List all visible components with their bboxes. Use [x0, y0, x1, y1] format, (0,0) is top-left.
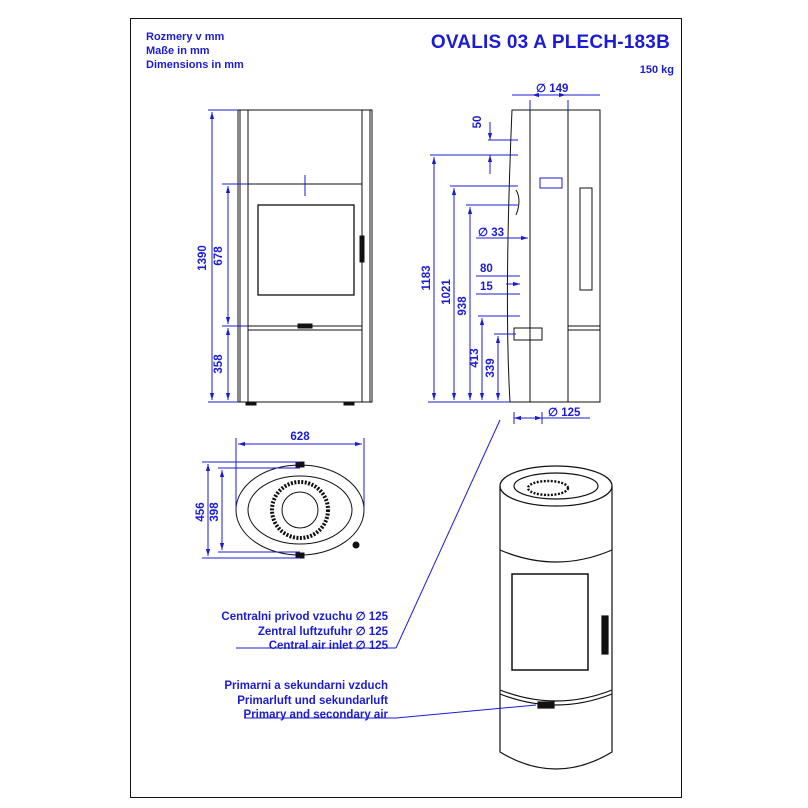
dim-height-1183: 1183: [421, 266, 433, 291]
primary-air-line-cz: Primarni a sekundarni vzduch: [224, 680, 388, 692]
top-dimension-lines: [202, 438, 365, 559]
dim-height-1021: 1021: [441, 279, 453, 305]
central-air-inlet-label: Centralni privod vzuchu ∅ 125 Zentral lu…: [221, 610, 388, 654]
dim-top-width: 628: [290, 431, 310, 443]
dim-height-339: 339: [485, 358, 497, 377]
perspective-handle-icon: [601, 615, 609, 655]
dim-flue-offset: 50: [472, 116, 484, 129]
side-handle-slot: [579, 187, 593, 291]
front-view: [237, 109, 373, 406]
drawing-title: OVALIS 03 A PLECH-183B: [430, 32, 670, 53]
units-line-cz: Rozmery v mm: [146, 31, 225, 43]
primary-air-line-de: Primarluft und sekundarluft: [237, 694, 388, 707]
perspective-body: [499, 486, 613, 770]
dim-flue-diameter: ∅ 149: [536, 83, 568, 95]
stove-weight: 150 kg: [639, 64, 674, 76]
dim-height-413: 413: [469, 348, 481, 367]
dim-80: 80: [480, 263, 493, 275]
units-note: Rozmery v mm Maße in mm Dimensions in mm: [146, 30, 244, 72]
dim-depth-body: 398: [209, 502, 221, 522]
side-dimension-lines: [428, 92, 600, 424]
front-body-outline: [237, 109, 373, 403]
top-view: [235, 461, 365, 559]
front-glass-door: [257, 204, 355, 296]
drawing-frame: [130, 18, 682, 798]
primary-secondary-air-label: Primarni a sekundarni vzduch Primarluft …: [224, 679, 388, 723]
perspective-top: [499, 465, 613, 507]
dim-base-height: 358: [213, 354, 225, 374]
perspective-door-glass: [511, 573, 589, 671]
dim-depth-total: 456: [195, 502, 207, 521]
top-vent-grille: [270, 480, 330, 540]
dim-height-938: 938: [457, 296, 469, 316]
central-inlet-line-de: Zentral luftzufuhr ∅ 125: [257, 625, 388, 638]
front-dimension-lines: [208, 109, 248, 403]
central-inlet-line-en: Central air inlet ∅ 125: [268, 640, 388, 652]
top-body-outline: [235, 464, 365, 556]
dim-inlet-diameter: ∅ 125: [548, 407, 581, 419]
side-body-outline: [506, 109, 601, 403]
door-handle-icon: [359, 235, 365, 263]
front-left-panel: [239, 109, 249, 403]
units-line-en: Dimensions in mm: [146, 59, 244, 71]
dim-diameter-33: ∅ 33: [478, 227, 504, 239]
dim-15: 15: [480, 281, 493, 293]
leader-lines: [236, 419, 537, 719]
side-view: [506, 100, 601, 403]
central-inlet-line-cz: Centralni privod vzuchu ∅ 125: [221, 611, 388, 623]
units-line-de: Maße in mm: [146, 45, 210, 57]
primary-air-line-en: Primary and secondary air: [243, 709, 388, 721]
side-air-inlet: [513, 327, 543, 341]
dim-total-height: 1390: [197, 245, 209, 271]
dim-door-height: 678: [213, 246, 225, 266]
perspective-view: [499, 465, 613, 770]
